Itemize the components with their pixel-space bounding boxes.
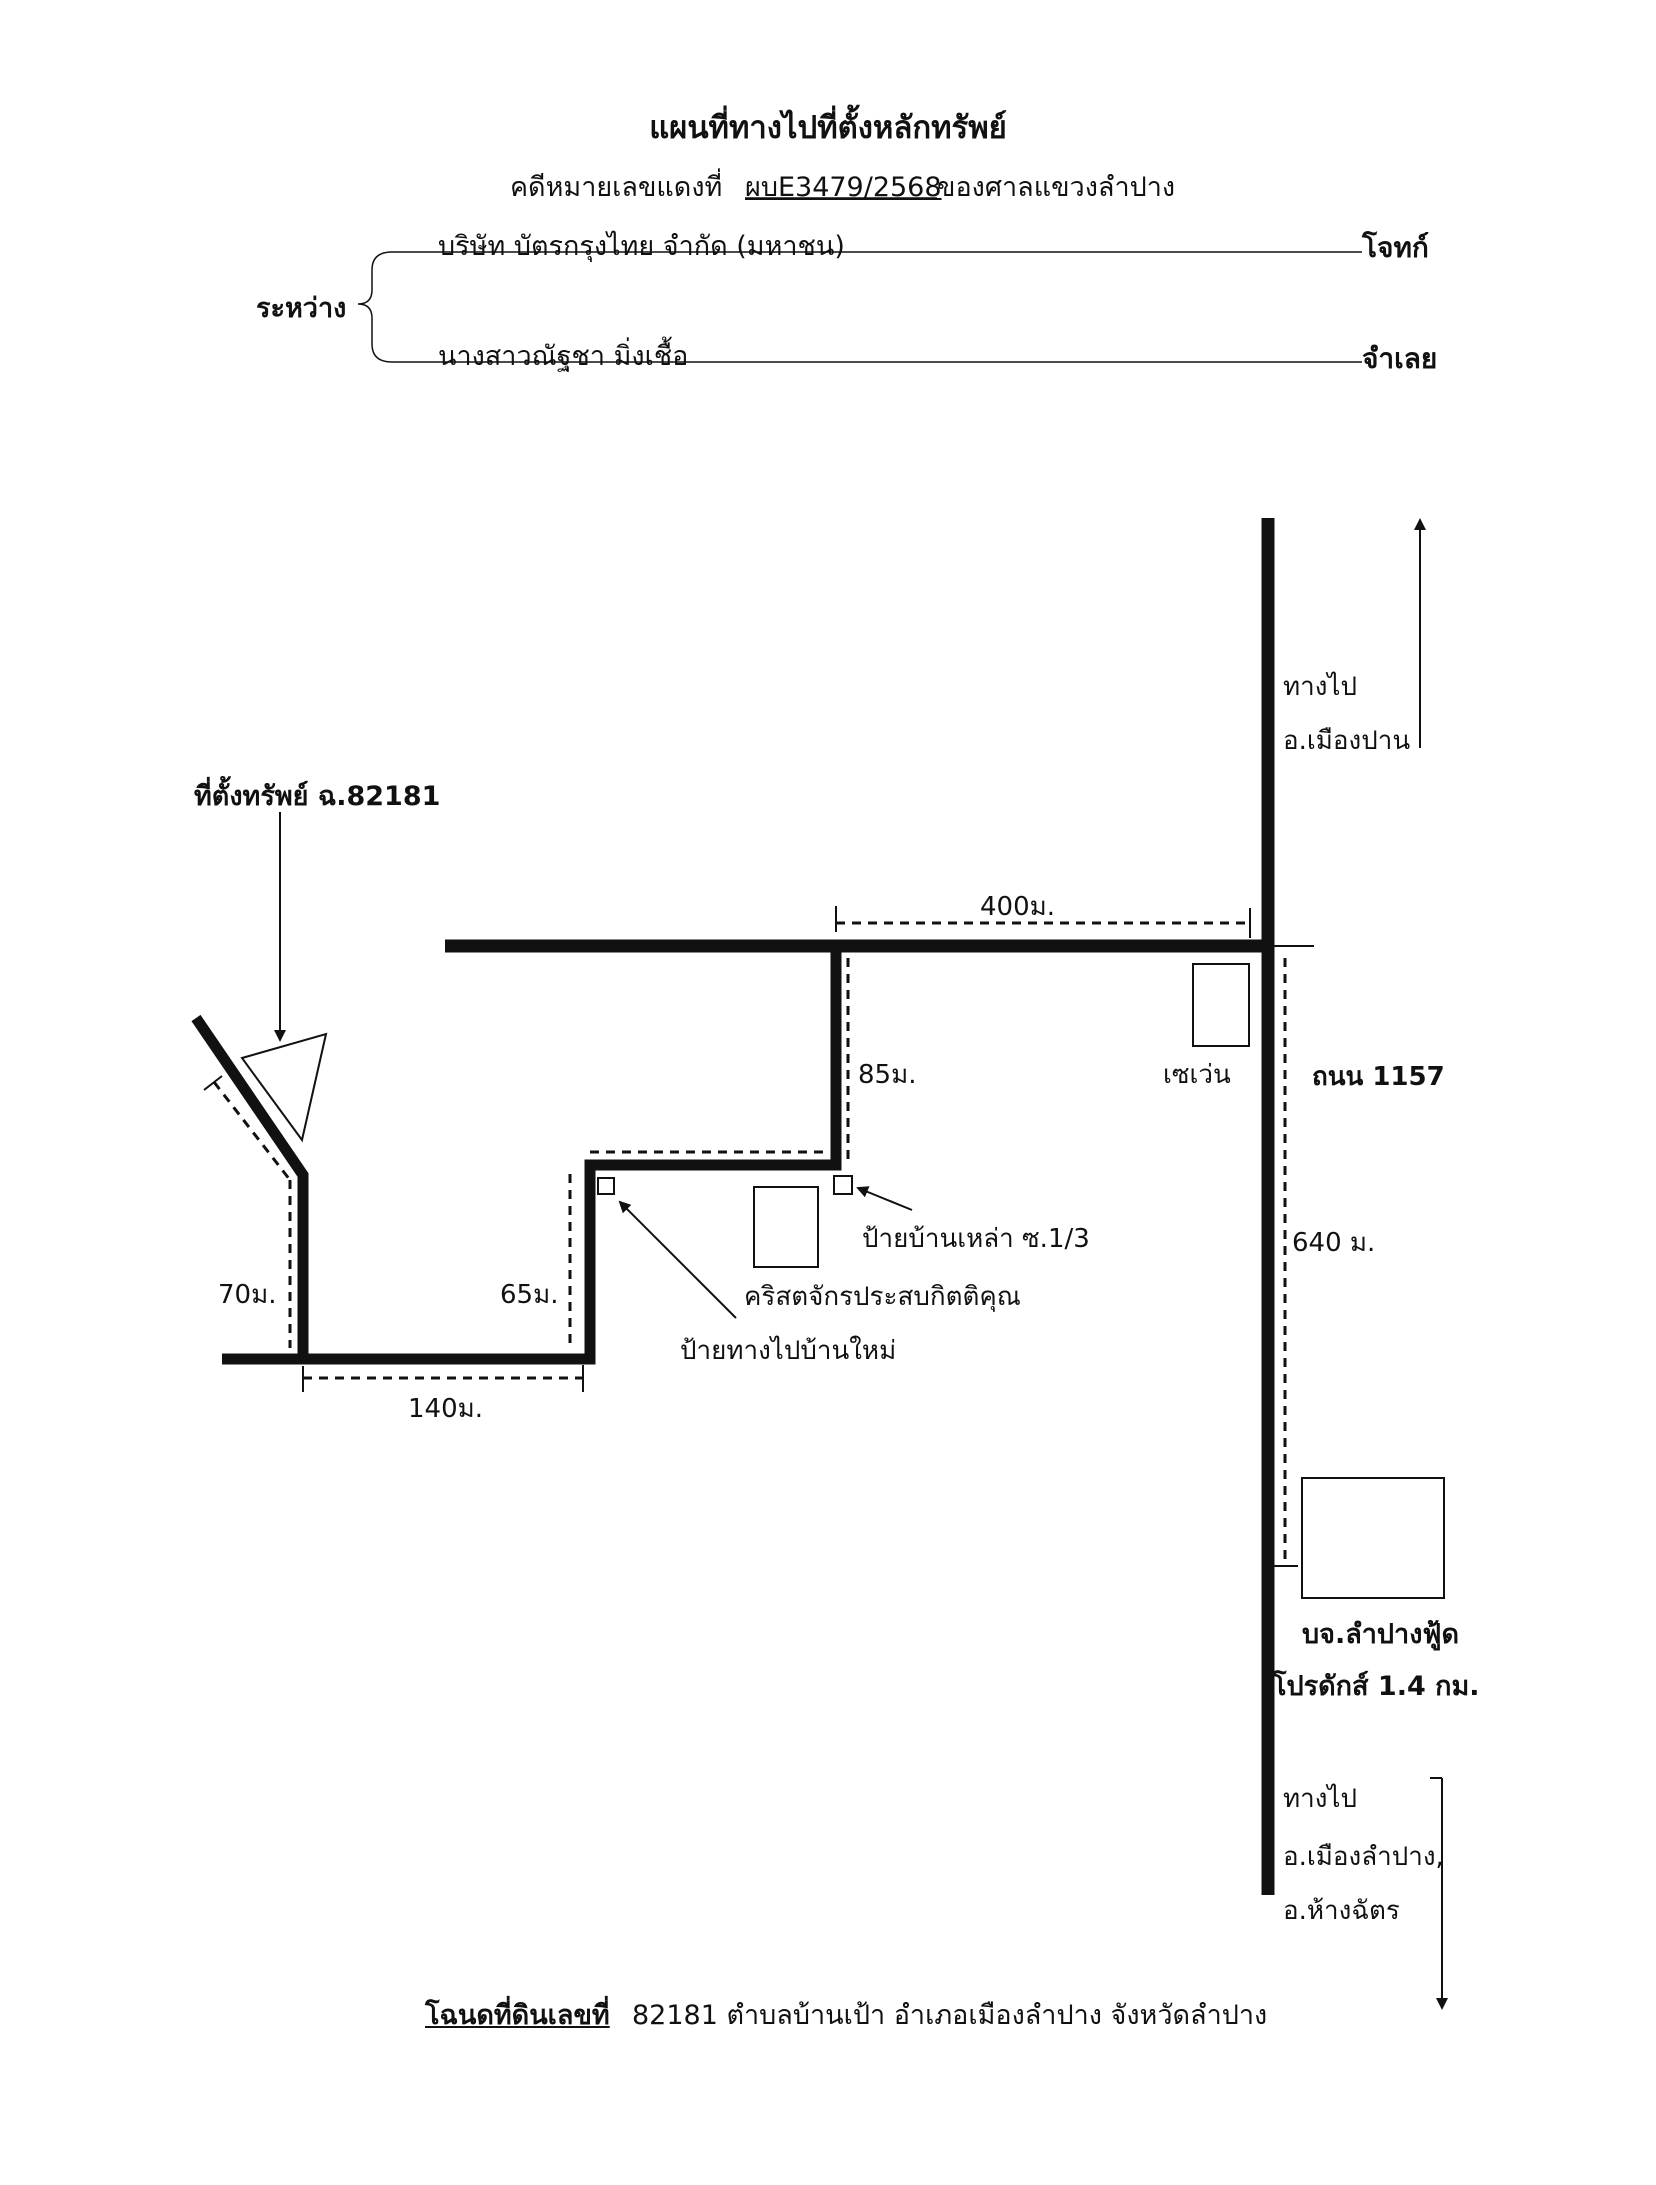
road-route-diagonal — [191, 1014, 309, 1359]
north-direction-line2: อ.เมืองปาน — [1283, 726, 1411, 756]
court-name: ของศาลแขวงลำปาง — [937, 172, 1176, 203]
sign-ban-lao-label: ป้ายบ้านเหล่า ซ.1/3 — [862, 1224, 1090, 1254]
company-label-line2: โปรดักส์ 1.4 กม. — [1272, 1671, 1480, 1702]
south-direction-line3: อ.ห้างฉัตร — [1283, 1896, 1400, 1926]
company-label-line1: บจ.ลำปางฟู้ด — [1302, 1619, 1460, 1650]
case-prefix: คดีหมายเลขแดงที่ — [510, 172, 723, 203]
deed-text: 82181 ตำบลบ้านเป้า อำเภอเมืองลำปาง จังหว… — [632, 2000, 1268, 2031]
distance-65m: 65ม. — [500, 1280, 559, 1310]
church-box — [753, 1186, 819, 1268]
property-label: ที่ตั้งทรัพย์ ฉ.82181 — [194, 781, 441, 812]
seven-eleven-label: เซเว่น — [1163, 1060, 1231, 1090]
south-direction-line2: อ.เมืองลำปาง, — [1283, 1842, 1444, 1872]
defendant-name: นางสาวณัฐชา มิ่งเชื้อ — [438, 341, 689, 372]
company-box — [1301, 1477, 1445, 1599]
south-direction-line1: ทางไป — [1283, 1784, 1358, 1814]
sign-ban-mai-label: ป้ายทางไปบ้านใหม่ — [680, 1336, 897, 1366]
church-label: คริสตจักรประสบกิตติคุณ — [744, 1282, 1021, 1312]
defendant-role: จำเลย — [1362, 342, 1438, 375]
distance-400m: 400ม. — [980, 892, 1056, 922]
arrow-ban-lao — [856, 1186, 913, 1211]
plaintiff-name: บริษัท บัตรกรุงไทย จำกัด (มหาชน) — [438, 231, 845, 262]
distance-70m: 70ม. — [218, 1280, 277, 1310]
road-name: ถนน 1157 — [1312, 1062, 1445, 1092]
distance-85m: 85ม. — [858, 1060, 917, 1090]
road-route — [222, 946, 842, 1365]
distance-140m: 140ม. — [408, 1394, 484, 1424]
header-lines — [357, 197, 1362, 363]
sign-ban-mai-box — [597, 1177, 615, 1195]
brace — [357, 251, 393, 363]
north-direction-line1: ทางไป — [1283, 672, 1358, 702]
property-triangle — [240, 1032, 328, 1143]
plaintiff-role: โจทก์ — [1362, 231, 1429, 264]
deed-label: โฉนดที่ดินเลขที่ — [425, 2000, 610, 2031]
arrow-ban-mai — [618, 1200, 737, 1319]
page-title: แผนที่ทางไปที่ตั้งหลักทรัพย์ — [649, 110, 1007, 146]
sign-ban-lao-box — [833, 1175, 853, 1195]
dimension-ticks — [203, 906, 1251, 1392]
seven-eleven-box — [1192, 963, 1250, 1047]
distance-640m: 640 ม. — [1292, 1228, 1376, 1258]
dimension-lines — [212, 921, 1287, 1562]
between-label: ระหว่าง — [256, 293, 347, 324]
